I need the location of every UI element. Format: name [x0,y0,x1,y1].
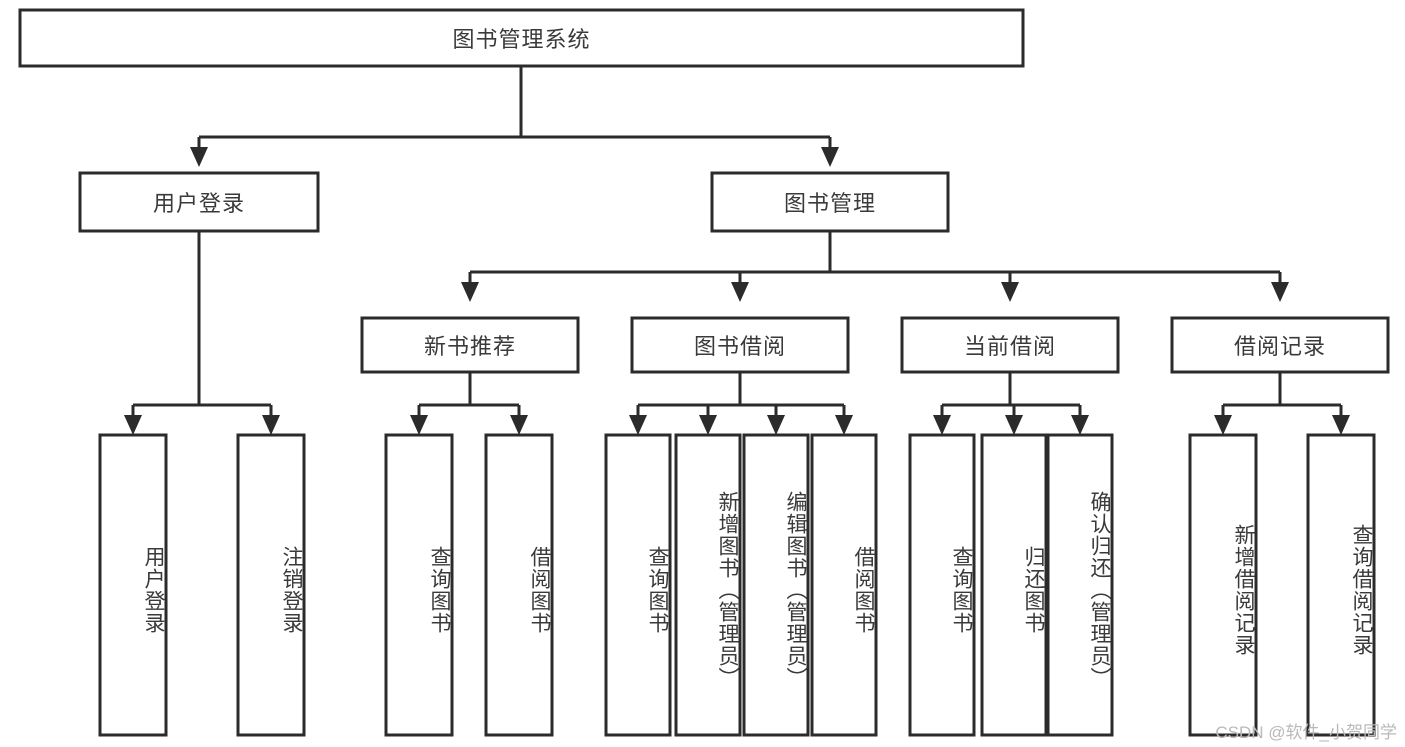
level2-node-1-新书推荐[interactable] [360,316,580,374]
edge-当前借阅-arrow-1 [933,415,951,435]
edge-user-login-arrow-1 [124,415,142,435]
level2-node-4-借阅记录[interactable] [1170,316,1390,374]
edge-图书借阅-arrow-4 [835,415,853,435]
edge-当前借阅-arrow-3 [1071,415,1089,435]
leaf-node-2-注销登录[interactable] [236,433,306,737]
edge-借阅记录-arrow-1 [1214,415,1232,435]
edge-book-management-arrow-1 [461,282,479,302]
edge-图书借阅-arrow-2 [699,415,717,435]
edge-user-login-arrow-2 [262,415,280,435]
edge-book-management-arrow-2 [731,282,749,302]
level2-node-3-当前借阅[interactable] [900,316,1120,374]
leaf-node-10-归还图书[interactable] [980,433,1048,737]
leaf-node-8-借阅图书[interactable] [810,433,878,737]
edge-root-arrow-1 [190,147,208,167]
leaf-node-12-新增借阅记录[interactable] [1188,433,1258,737]
level2-node-2-图书借阅[interactable] [630,316,850,374]
leaf-node-11-确认归还管理员[interactable] [1046,433,1114,737]
edge-借阅记录-arrow-2 [1332,415,1350,435]
level1-node-2-图书管理[interactable] [710,171,950,233]
leaf-node-9-查询图书[interactable] [908,433,976,737]
edge-图书借阅-arrow-3 [767,415,785,435]
edge-root-arrow-2 [821,147,839,167]
leaf-node-1-用户登录[interactable] [98,433,168,737]
edge-新书推荐-arrow-1 [410,415,428,435]
edge-book-management-arrow-3 [1001,282,1019,302]
edge-图书借阅-arrow-1 [629,415,647,435]
leaf-node-6-新增图书管理员[interactable] [674,433,742,737]
edge-新书推荐-arrow-2 [510,415,528,435]
level1-node-1-用户登录[interactable] [78,171,320,233]
leaf-node-7-编辑图书管理员[interactable] [742,433,810,737]
leaf-node-5-查询图书[interactable] [604,433,672,737]
edge-当前借阅-arrow-2 [1005,415,1023,435]
leaf-node-4-借阅图书[interactable] [484,433,554,737]
edge-book-management-arrow-4 [1271,282,1289,302]
leaf-node-13-查询借阅记录[interactable] [1306,433,1376,737]
leaf-node-3-查询图书[interactable] [384,433,454,737]
root-node-1-图书管理系统[interactable] [18,8,1025,68]
